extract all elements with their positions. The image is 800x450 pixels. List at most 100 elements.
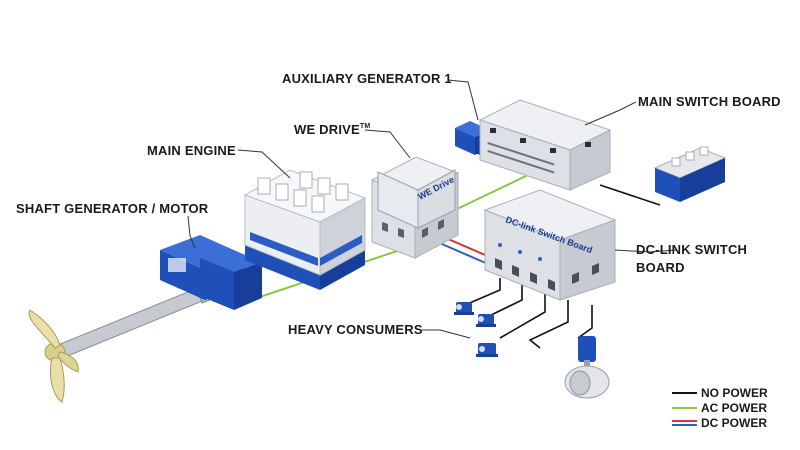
motor-3-base	[476, 354, 498, 357]
engine-base-side	[320, 250, 365, 290]
msb-btn-row-1	[487, 142, 555, 166]
no-power-line-c3	[499, 292, 546, 339]
cylinder-6	[317, 177, 331, 195]
label-dc-link-line2: BOARD	[636, 260, 685, 275]
we-drive-side-panel	[417, 169, 456, 229]
ac-line-drive-to-msb	[454, 174, 529, 211]
msb-buttons	[487, 142, 555, 174]
main-engine	[243, 169, 367, 290]
thruster-unit	[564, 336, 610, 399]
no-power-line-c5	[577, 305, 593, 339]
engine-stripe-1	[250, 232, 318, 266]
label-main-engine: MAIN ENGINE	[147, 143, 236, 158]
cylinder-3	[293, 189, 307, 207]
gen-right-cyl-1	[671, 157, 681, 167]
leader-shaft-gen	[187, 215, 196, 249]
legend-label-no-power: NO POWER	[701, 386, 768, 400]
no-power-line-c1	[464, 278, 501, 306]
label-heavy-consumers: HEAVY CONSUMERS	[288, 322, 423, 337]
cylinder-7	[335, 183, 349, 201]
legend-label-ac-power: AC POWER	[701, 401, 767, 415]
msb-meter-3	[550, 148, 556, 153]
dc-board-lights	[498, 243, 542, 261]
consumer-motor-2	[476, 314, 496, 327]
motor-2-base	[476, 324, 496, 327]
msb-btn-row-2	[487, 150, 555, 174]
cylinder-1	[257, 177, 271, 195]
legend: NO POWER AC POWER DC POWER	[672, 386, 768, 430]
we-drive-cabinet: WE Drive	[370, 156, 460, 259]
motor-3-body	[478, 343, 496, 355]
gen-right-cyl-2	[685, 151, 695, 161]
vent-2	[398, 228, 404, 238]
dc-link-switch-board: DC-link Switch Board	[483, 189, 617, 301]
dc-light-1	[498, 243, 502, 247]
label-dc-link-line1: DC-LINK SWITCH	[636, 242, 747, 257]
dc-vent-2	[512, 265, 519, 277]
consumer-motor-3	[476, 343, 498, 357]
gearbox-top	[200, 248, 262, 272]
cylinder-2	[275, 183, 289, 201]
leader-msb	[584, 101, 637, 126]
gearbox-side	[234, 262, 262, 310]
engine-stripe-2	[320, 235, 362, 266]
motor-3-cap	[479, 346, 485, 352]
leader-main-engine	[237, 149, 291, 179]
dc-vent-4	[548, 279, 555, 291]
main-switch-board	[478, 99, 612, 191]
legend-label-dc-power: DC POWER	[701, 416, 767, 430]
gen-right-front	[655, 168, 680, 202]
cylinder-4	[311, 195, 325, 213]
leader-we-drive	[364, 129, 411, 159]
we-drive-vents	[382, 219, 444, 238]
leader-heavy-consumers	[422, 329, 471, 339]
gen-fan-detail	[168, 258, 186, 272]
vent-4	[438, 219, 444, 230]
gen-right-cylinders	[671, 146, 709, 167]
leader-dc-link	[614, 249, 677, 253]
heavy-consumers	[454, 302, 610, 399]
shaft-generator-motor	[160, 235, 262, 310]
label-auxiliary-generator: AUXILIARY GENERATOR 1	[282, 71, 452, 86]
aux-gen-front	[455, 128, 475, 155]
label-we-drive-tm: TM	[360, 123, 371, 130]
dc-light-2	[518, 250, 522, 254]
vent-1	[382, 222, 388, 232]
motor-2-cap	[478, 316, 484, 322]
msb-instruments	[490, 128, 591, 153]
motor-1-base	[454, 312, 474, 315]
motor-1-cap	[456, 304, 462, 310]
gen-right-side	[680, 158, 725, 202]
label-we-drive: WE DRIVETM	[294, 122, 370, 137]
msb-meter-2	[520, 138, 526, 143]
dc-vent-1	[495, 258, 502, 270]
msb-side	[569, 129, 611, 191]
propeller-assembly	[28, 276, 223, 403]
gen-right-cyl-3	[699, 146, 709, 156]
dc-vent-5	[572, 272, 579, 284]
dc-light-3	[538, 257, 542, 261]
msb-meter-1	[490, 128, 496, 133]
propeller-blade-top	[28, 309, 61, 349]
propeller-shaft	[57, 284, 213, 358]
component-labels: AUXILIARY GENERATOR 1 MAIN SWITCH BOARD …	[16, 71, 781, 337]
leader-aux-gen	[447, 79, 479, 121]
msb-meter-4	[585, 142, 591, 147]
dc-vent-3	[530, 272, 537, 284]
label-main-switch-board: MAIN SWITCH BOARD	[638, 94, 781, 109]
propeller-blade-bottom	[49, 357, 65, 403]
dc-vent-6	[592, 263, 599, 275]
no-power-line-msb-right	[599, 184, 661, 206]
gearbox-front	[200, 258, 234, 310]
thruster-nozzle	[569, 370, 591, 396]
label-shaft-generator: SHAFT GENERATOR / MOTOR	[16, 201, 209, 216]
no-power-line-c4	[528, 300, 569, 349]
engine-base-front	[245, 245, 320, 290]
thruster-motor	[578, 336, 596, 362]
label-we-drive-text: WE DRIVE	[294, 122, 360, 137]
leader-lines	[187, 79, 677, 339]
consumer-motor-1	[454, 302, 474, 315]
propeller-blade-side	[57, 351, 79, 373]
